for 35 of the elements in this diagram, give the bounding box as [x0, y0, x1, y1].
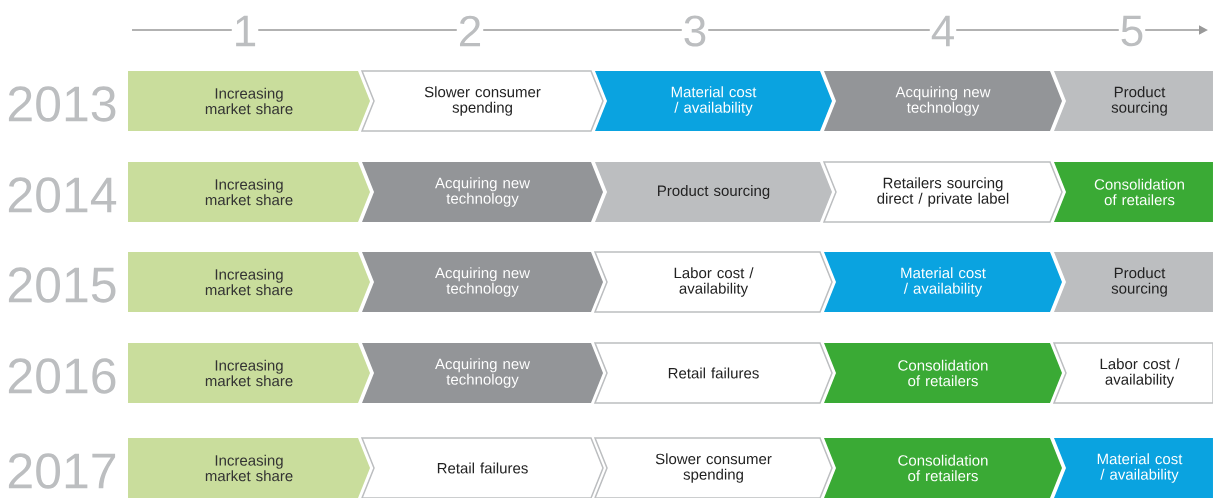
chevron-box: Increasing market share [128, 343, 370, 403]
chevron-box: Acquiring new technology [362, 252, 603, 312]
chevron-box: Material cost / availability [824, 252, 1062, 312]
chevron-box: Consolidation of retailers [824, 438, 1062, 498]
chevron-box: Consolidation of retailers [824, 343, 1062, 403]
chevron-box: Retail failures [360, 437, 604, 498]
step-number: 1 [231, 15, 259, 47]
chevron-box: Increasing market share [128, 252, 370, 312]
chevron-box: Product sourcing [595, 162, 832, 222]
chevron-box: Product sourcing [1054, 71, 1213, 131]
chevron-box: Acquiring new technology [362, 162, 603, 222]
chevron-box: Retailers sourcing direct / private label [822, 161, 1063, 223]
step-number: 5 [1118, 15, 1146, 47]
chevron-box: Material cost / availability [1054, 438, 1213, 498]
step-number: 4 [929, 15, 957, 47]
chevron-box: Labor cost / availability [593, 251, 833, 313]
year-label: 2017 [8, 453, 116, 489]
chevron-box: Acquiring new technology [824, 71, 1062, 131]
step-number: 3 [681, 15, 709, 47]
chevron-box: Slower consumer spending [360, 70, 604, 132]
chevron-box: Consolidation of retailers [1054, 162, 1213, 222]
year-label: 2014 [8, 177, 117, 213]
chevron-box: Slower consumer spending [593, 437, 833, 498]
step-number: 2 [456, 15, 484, 47]
chevron-box: Product sourcing [1054, 252, 1213, 312]
chevron-box: Acquiring new technology [362, 343, 603, 403]
chevron-box: Retail failures [593, 342, 833, 404]
chevron-box: Increasing market share [128, 162, 370, 222]
chevron-box: Labor cost / availability [1052, 342, 1213, 404]
year-label: 2015 [8, 267, 116, 303]
chevron-box: Material cost / availability [595, 71, 832, 131]
chevron-box: Increasing market share [128, 438, 370, 498]
year-label: 2013 [8, 86, 116, 122]
chevron-box: Increasing market share [128, 71, 370, 131]
year-label: 2016 [8, 358, 116, 394]
